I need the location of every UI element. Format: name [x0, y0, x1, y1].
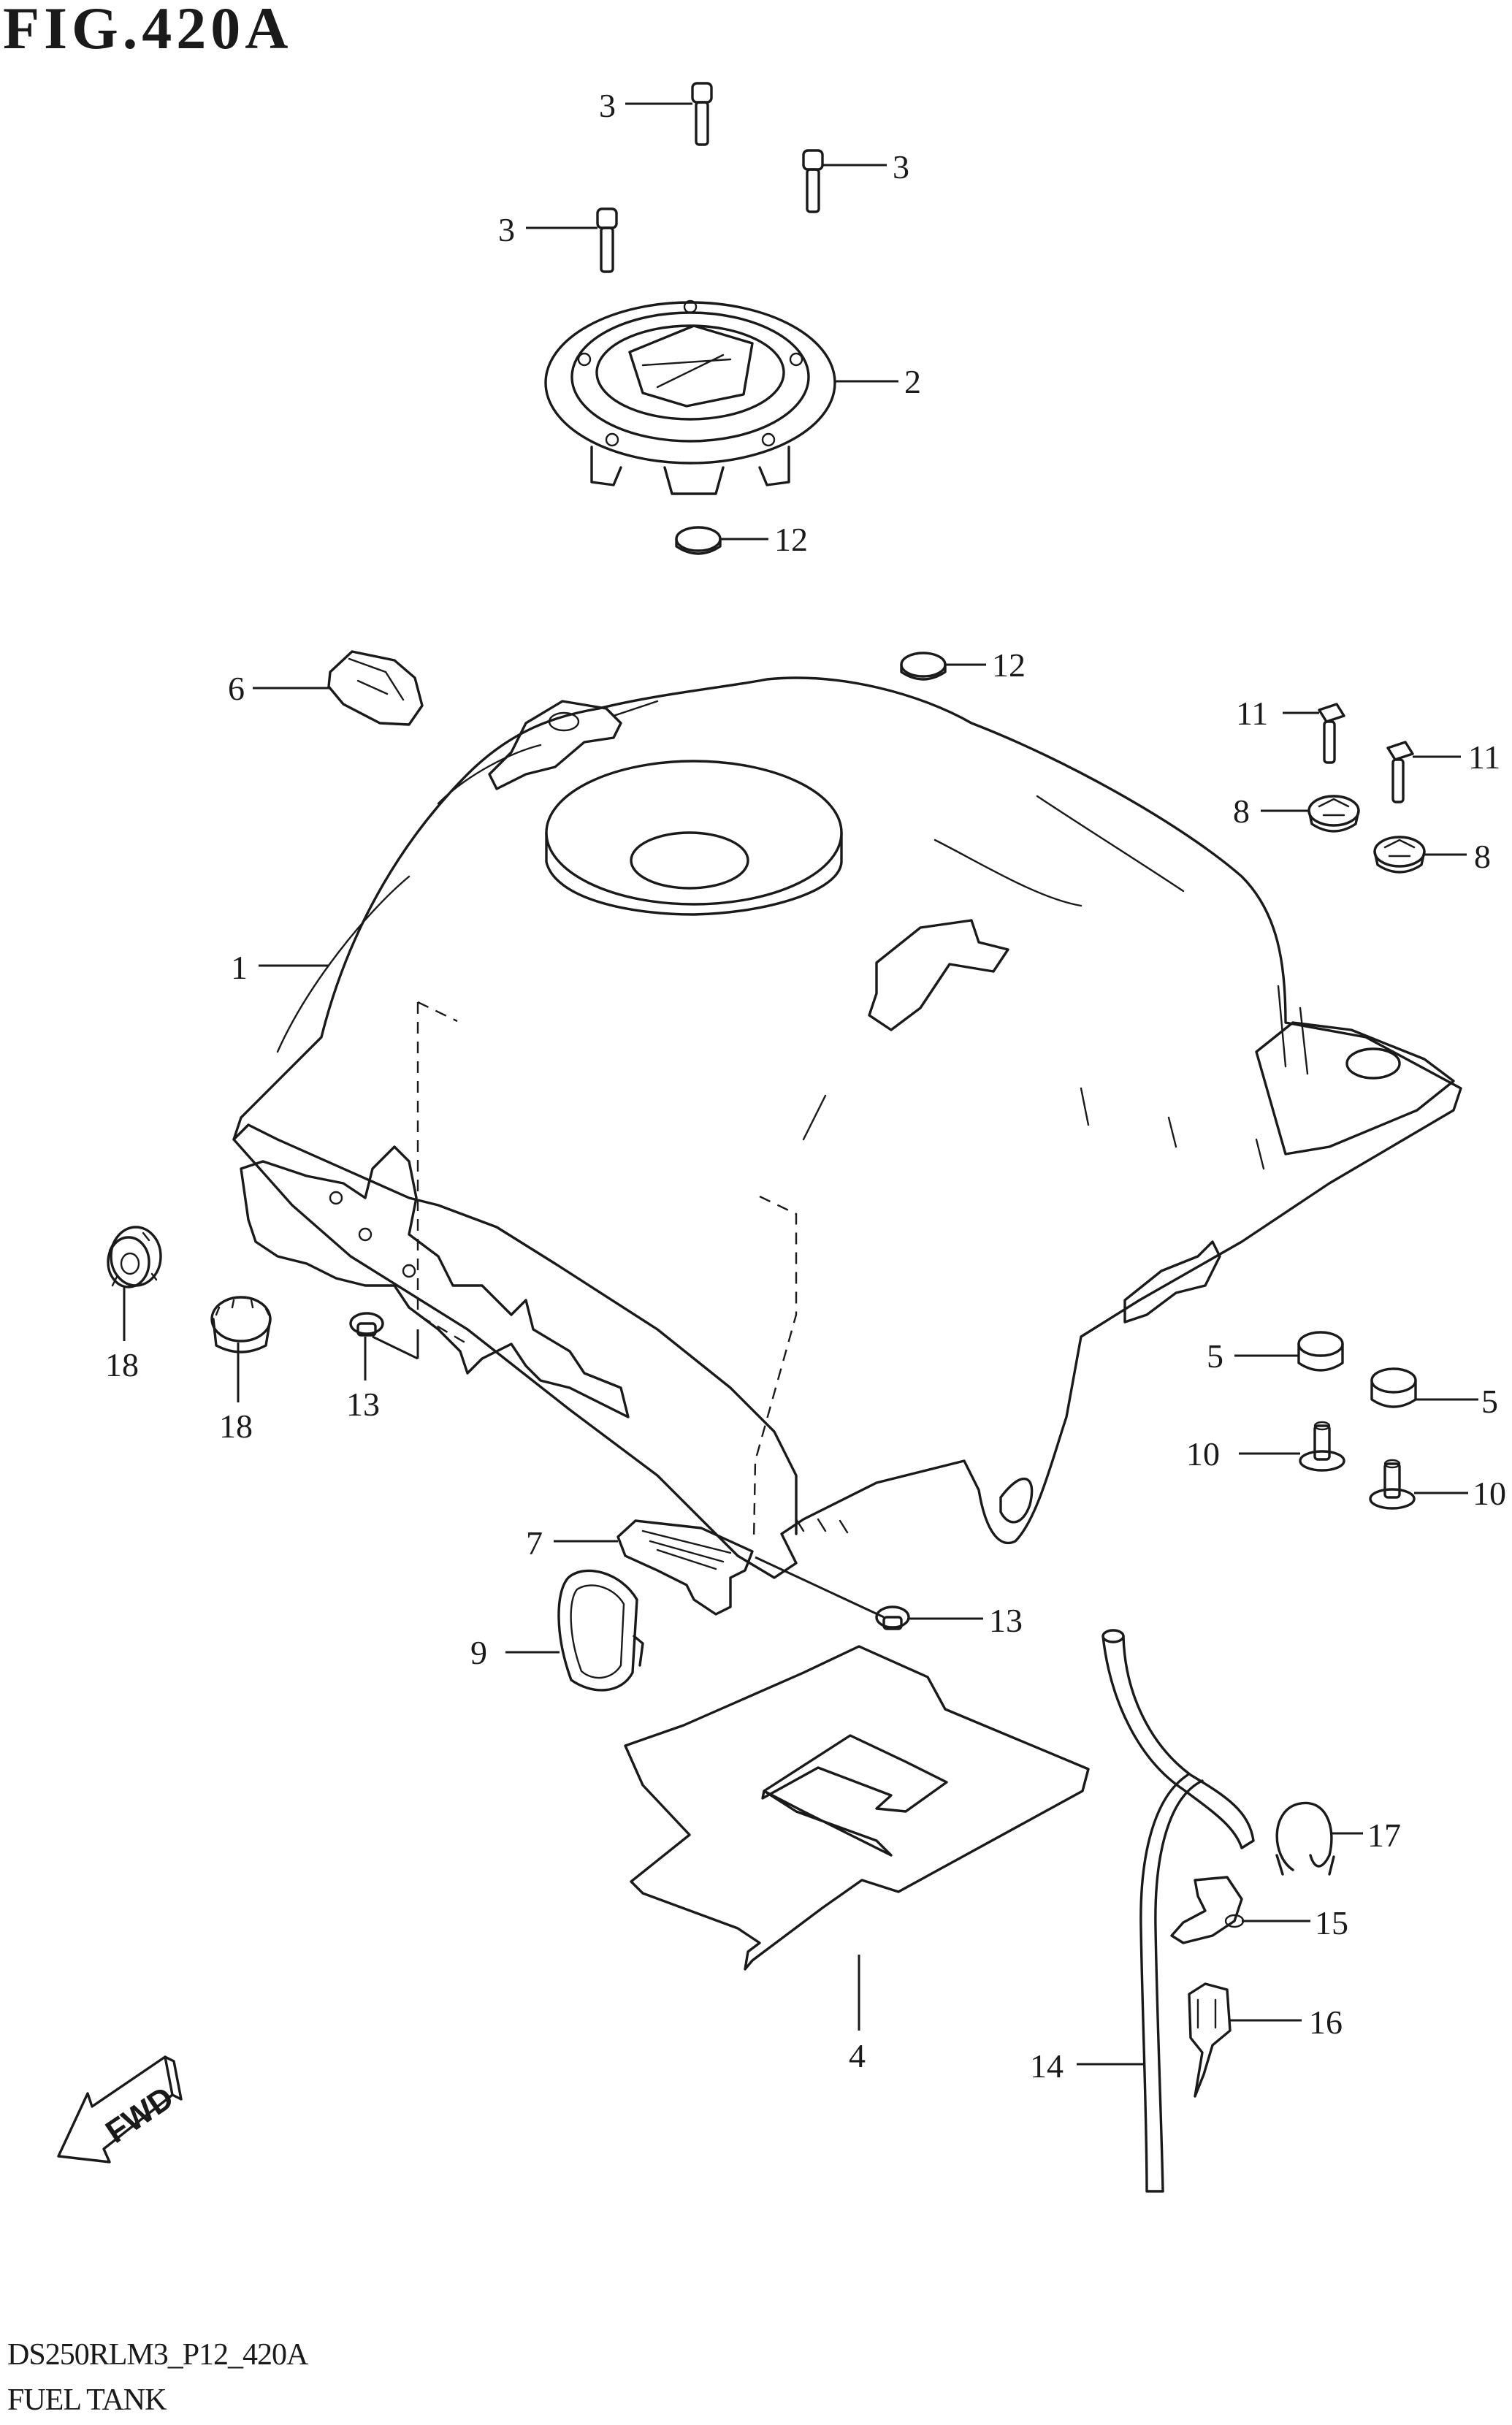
cushion-part-18-b [210, 1296, 272, 1353]
grommet-part-12-b [900, 652, 947, 681]
fuel-cap-part-2 [544, 299, 836, 495]
grommet-part-12-a [675, 526, 722, 555]
callout-13b: 13 [989, 1602, 1023, 1639]
callout-8a: 8 [1233, 793, 1250, 830]
clamp-part-16 [1188, 1982, 1232, 2098]
callout-3a: 3 [599, 87, 616, 124]
grommet-part-8-b [1373, 836, 1426, 874]
callout-16: 16 [1309, 2004, 1343, 2041]
callout-10a: 10 [1186, 1435, 1220, 1473]
callout-4: 4 [849, 2037, 866, 2074]
cushion-part-5-b [1370, 1367, 1417, 1408]
callout-8b: 8 [1474, 838, 1491, 875]
bolt-part-11-a [1318, 703, 1345, 764]
grommet-part-8-a [1307, 795, 1360, 833]
bolt-part-3-c [596, 207, 618, 273]
forward-arrow-icon: FWD [57, 2055, 183, 2164]
screw-part-13-a [349, 1312, 384, 1337]
clamp-part-15 [1170, 1876, 1245, 1944]
cushion-part-18-a [107, 1226, 162, 1288]
callout-15: 15 [1315, 1904, 1348, 1941]
callout-6: 6 [228, 670, 245, 707]
bolt-part-3-b [802, 149, 824, 213]
callout-12a: 12 [774, 521, 808, 558]
screw-part-13-b [875, 1605, 910, 1630]
callout-10b: 10 [1473, 1475, 1506, 1512]
leader-lines [123, 102, 1478, 2066]
callout-3c: 3 [498, 211, 515, 248]
bolt-part-3-a [691, 82, 713, 146]
heat-shield-part-4 [624, 1645, 1090, 1971]
callout-18b: 18 [219, 1408, 253, 1445]
diagram-caption: FUEL TANK [7, 2383, 167, 2417]
bolt-part-11-b [1386, 741, 1414, 803]
callout-1: 1 [231, 949, 248, 986]
callout-11b: 11 [1468, 738, 1500, 776]
cushion-part-6 [327, 650, 424, 726]
cushion-part-7 [616, 1519, 754, 1616]
callout-2: 2 [904, 363, 921, 400]
callout-17: 17 [1367, 1817, 1401, 1854]
callout-11a: 11 [1236, 695, 1268, 732]
clip-part-17 [1275, 1801, 1335, 1876]
callout-labels: 3 3 3 2 12 12 6 11 11 8 8 1 18 18 13 5 5… [105, 87, 1506, 2085]
forward-arrow-label: FWD [99, 2080, 180, 2150]
callout-14: 14 [1030, 2047, 1064, 2085]
callout-5b: 5 [1481, 1383, 1498, 1420]
collar-part-10-b [1369, 1459, 1416, 1510]
diagram-code: DS250RLM3_P12_420A [7, 2338, 308, 2372]
callout-12b: 12 [992, 646, 1026, 684]
band-part-9 [557, 1569, 644, 1692]
collar-part-10-a [1299, 1421, 1345, 1472]
figure-title: FIG.420A [3, 0, 293, 61]
fuel-tank-part-1 [232, 676, 1462, 1579]
callout-7: 7 [526, 1524, 543, 1562]
callout-3b: 3 [893, 148, 909, 186]
callout-18a: 18 [105, 1346, 139, 1383]
callout-9: 9 [470, 1634, 487, 1671]
cushion-part-5-a [1297, 1331, 1344, 1372]
hose-part-14 [1101, 1629, 1255, 2193]
callout-13a: 13 [346, 1386, 380, 1423]
callout-5a: 5 [1207, 1337, 1223, 1375]
